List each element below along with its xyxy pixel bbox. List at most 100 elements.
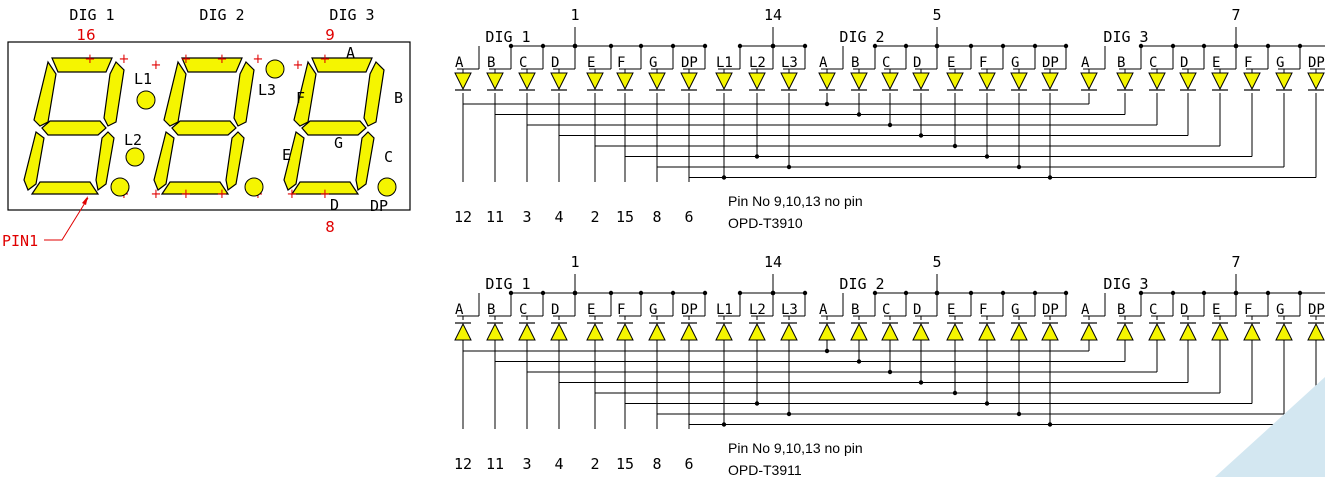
schem-0-col-22-led	[1179, 72, 1197, 91]
schem-1-col-12-led	[850, 322, 868, 341]
schem-1-col-24-label: F	[1244, 302, 1252, 318]
schem-1-col-21-led	[1148, 322, 1166, 341]
schem-0-col-12-led	[850, 72, 868, 91]
pin-marker-4: +	[181, 52, 192, 67]
schem-1-col-2-label: C	[519, 302, 527, 318]
schem-1-col-2-led	[518, 322, 536, 341]
schem-1-col-8-label: L1	[716, 302, 733, 318]
schem-1-col-13-led	[881, 322, 899, 341]
schem-0-bus-node-4-15	[952, 143, 958, 149]
schem-1-col-16-led	[978, 322, 996, 341]
schem-0-bus-node-3-14	[918, 133, 924, 138]
schem-0-col-11-led	[818, 72, 836, 91]
schem-1-col-0-label: A	[455, 302, 464, 318]
schem-0-bottom-pin-6: 6	[684, 208, 693, 226]
schem-0-col-25-label: G	[1276, 55, 1284, 71]
dp-dot-2	[244, 177, 264, 197]
schem-1-col-4-label: E	[587, 302, 595, 318]
schem-1-common-pin-1: 1	[570, 253, 579, 271]
dp-dot-3	[377, 177, 397, 197]
pin-marker-7: +	[320, 52, 331, 67]
schem-0-bottom-pin-4: 4	[554, 208, 563, 226]
schem-1-col-10-label: L3	[781, 302, 798, 318]
digit-2-segment-g	[171, 120, 237, 136]
schem-0-col-1-led	[486, 72, 504, 91]
schem-1-col-17-led	[1010, 322, 1028, 341]
schem-0-bottom-pin-15: 15	[616, 208, 634, 226]
schem-1-col-3-led	[550, 322, 568, 341]
segment-label-e: E	[282, 146, 291, 164]
pin-number-8: 8	[325, 218, 335, 236]
schem-0-col-15-led	[946, 72, 964, 91]
schem-0-bus-node-5-9	[754, 154, 760, 159]
lamp-label-l3: L3	[258, 81, 276, 99]
schem-0-col-14-label: D	[913, 55, 921, 71]
pin-marker-15: +	[320, 187, 331, 202]
schem-0-col-24-label: F	[1244, 55, 1252, 71]
schem-0-col-5-label: F	[617, 55, 625, 71]
schem-1-bus-node-6-17	[1016, 411, 1022, 417]
segment-label-a: A	[346, 44, 355, 62]
schem-0-col-13-led	[881, 72, 899, 91]
schem-0-col-19-label: A	[1081, 55, 1090, 71]
schem-1-bus-node-1-12	[856, 359, 862, 364]
schem-1-bottom-pin-15: 15	[616, 455, 634, 473]
schem-1-col-6-led	[648, 322, 666, 341]
digit-2-segment-a	[181, 57, 243, 73]
schem-0-bus-node-5-16	[984, 154, 990, 159]
schem-1-col-23-label: E	[1212, 302, 1220, 318]
pin-marker-5: +	[217, 52, 228, 67]
schem-0-col-9-label: L2	[749, 55, 766, 71]
digit-2-segment-d	[160, 181, 230, 195]
schem-0-col-23-label: E	[1212, 55, 1220, 71]
note-1: Pin No 9,10,13 no pin	[728, 193, 863, 209]
segment-label-b: B	[394, 89, 403, 107]
corner-decoration	[1215, 377, 1325, 477]
schem-1-bus-node-5-16	[984, 401, 990, 406]
schem-1-col-15-led	[946, 322, 964, 341]
schem-0-col-23-led	[1211, 72, 1229, 91]
schem-1-col-8-led	[715, 322, 733, 341]
lamp-label-l2: L2	[124, 131, 142, 149]
segment-label-g: G	[334, 134, 343, 152]
schem-0-col-24-led	[1243, 72, 1261, 91]
schem-1-col-16-label: F	[979, 302, 987, 318]
segment-label-c: C	[384, 148, 393, 166]
schem-0-col-7-led	[680, 72, 698, 91]
schem-1-col-25-label: G	[1276, 302, 1284, 318]
schem-0-col-26-label: DP	[1308, 55, 1325, 71]
pin1-leader	[44, 197, 89, 241]
schem-1-col-7-led	[680, 322, 698, 341]
schem-1-bottom-pin-6: 6	[684, 455, 693, 473]
schem-0-col-10-led	[780, 72, 798, 91]
pin1-label: PIN1	[2, 232, 38, 250]
segment-label-f: F	[296, 89, 305, 107]
schem-1-col-18-label: DP	[1042, 302, 1059, 318]
digit-1-segment-d	[30, 181, 100, 195]
schem-0-col-8-led	[715, 72, 733, 91]
segment-label-dp: DP	[370, 197, 388, 215]
digit-2-segment-c	[225, 131, 245, 192]
display-package-outline	[7, 41, 411, 211]
note-2: Pin No 9,10,13 no pin	[728, 440, 863, 456]
digit-1-segment-f	[33, 60, 57, 127]
schem-0-col-0-led	[454, 72, 472, 91]
schem-1-col-9-led	[748, 322, 766, 341]
lamp-l3	[265, 59, 285, 79]
schem-1-common-pin-14: 14	[764, 253, 782, 271]
pin-marker-11: +	[181, 187, 192, 202]
schem-0-col-22-label: D	[1180, 55, 1188, 71]
schem-1-col-20-led	[1116, 322, 1134, 341]
schem-0-col-13-label: C	[882, 55, 890, 71]
schem-0-col-18-label: DP	[1042, 55, 1059, 71]
schem-0-col-4-label: E	[587, 55, 595, 71]
schem-0-col-20-led	[1116, 72, 1134, 91]
schem-0-col-18-led	[1041, 72, 1059, 91]
schem-0-col-21-led	[1148, 72, 1166, 91]
schem-0-col-11-label: A	[819, 55, 828, 71]
digit-2-segment-e	[153, 130, 175, 191]
digit-1-segment-c	[95, 131, 115, 192]
schem-1-col-17-label: G	[1011, 302, 1019, 318]
schem-1-digit-label-3: DIG 3	[1103, 275, 1148, 293]
